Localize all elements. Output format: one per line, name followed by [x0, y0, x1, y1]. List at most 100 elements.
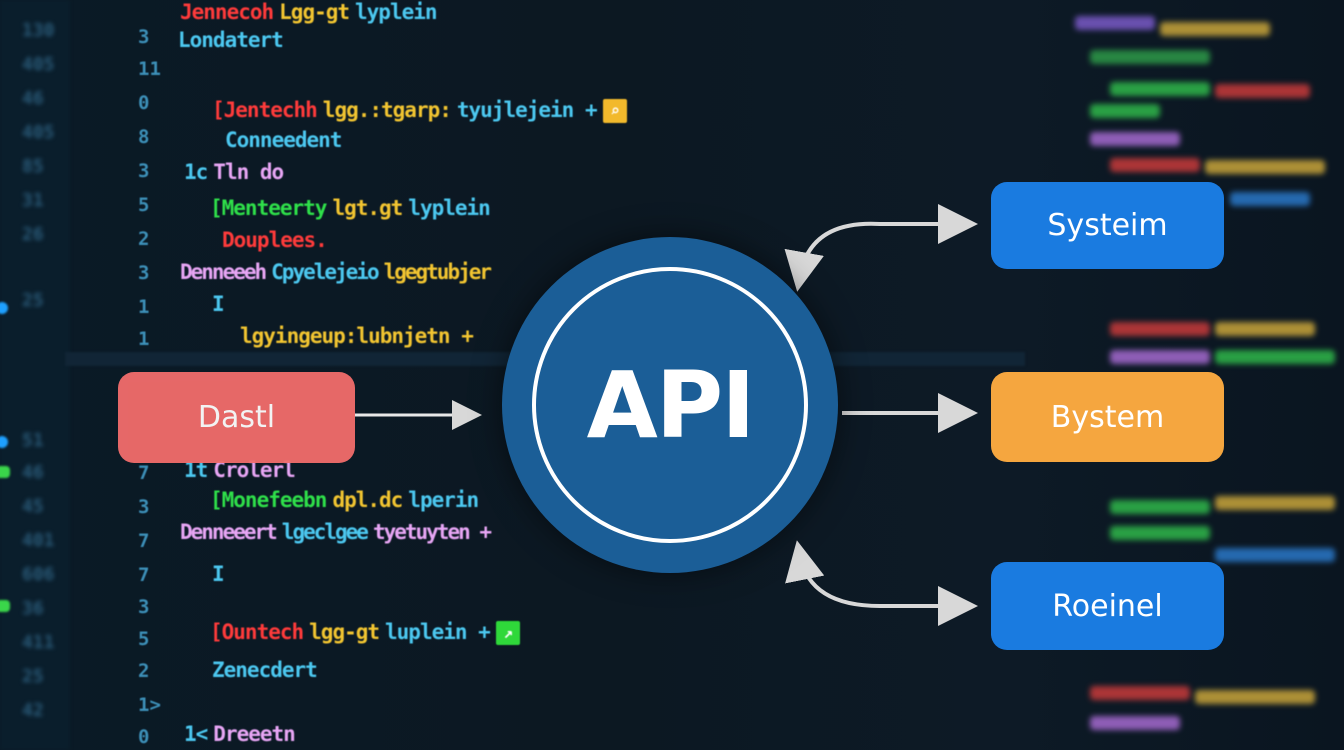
- code-token: 1c: [184, 160, 208, 184]
- line-number: 3: [138, 160, 150, 182]
- line-number: 0: [138, 726, 150, 748]
- bystem-node-box: Bystem: [991, 372, 1224, 462]
- faded-number: 25: [22, 666, 44, 687]
- blurred-token: [1215, 84, 1310, 98]
- code-token: I: [212, 292, 225, 316]
- code-line: Londatert: [178, 28, 289, 52]
- blurred-token: [1090, 716, 1180, 730]
- blurred-token: [1230, 192, 1310, 206]
- faded-number: 51: [22, 430, 44, 451]
- code-token: Conneedent: [225, 128, 342, 152]
- faded-number: 405: [22, 122, 55, 143]
- code-token: Londatert: [178, 28, 284, 52]
- faded-number: 26: [22, 224, 44, 245]
- code-token: tyetuyten +: [372, 520, 492, 544]
- code-line: I: [212, 292, 230, 316]
- code-line: Zenecdert: [212, 658, 323, 682]
- blurred-token: [1110, 350, 1210, 364]
- line-number: 3: [138, 596, 150, 618]
- code-token: Denneeert: [180, 520, 278, 544]
- code-token: lyplein: [408, 196, 491, 220]
- roeinel-node-label: Roeinel: [1052, 588, 1163, 624]
- line-number: 7: [138, 530, 150, 552]
- code-line: 1<Dreeetn: [184, 722, 301, 746]
- code-token: lyplein: [355, 0, 438, 24]
- code-token: [Jentechh: [212, 98, 318, 122]
- blurred-token: [1205, 160, 1325, 174]
- faded-number: 46: [22, 462, 44, 483]
- faded-number: 46: [22, 88, 44, 109]
- code-token: lperin: [408, 488, 479, 512]
- code-token: dpl.dc: [332, 488, 403, 512]
- arrow-to-bottom-box: [785, 540, 978, 626]
- line-number: 3: [138, 496, 150, 518]
- code-token: Denneeeh: [180, 260, 267, 284]
- blurred-token: [1215, 496, 1335, 510]
- code-token: lgegtubjer: [383, 260, 492, 284]
- code-token: I: [212, 562, 225, 586]
- code-line: Conneedent: [225, 128, 347, 152]
- status-dot: [0, 302, 8, 314]
- code-token: lgt.gt: [332, 196, 403, 220]
- faded-number: 411: [22, 632, 55, 653]
- line-number: 5: [138, 194, 150, 216]
- faded-number: 606: [22, 564, 55, 585]
- code-line: lgyingeup:lubnjetn +: [240, 324, 479, 348]
- blurred-token: [1215, 350, 1335, 364]
- line-number: 2: [138, 660, 150, 682]
- code-line: I: [212, 562, 230, 586]
- line-number: 8: [138, 126, 150, 148]
- line-number: 1: [138, 296, 150, 318]
- blurred-token: [1090, 132, 1180, 146]
- line-number: 1: [138, 328, 150, 350]
- blurred-token: [1160, 22, 1270, 36]
- api-label: API: [586, 351, 756, 459]
- faded-number: 405: [22, 54, 55, 75]
- line-number: 1>: [138, 694, 161, 716]
- blurred-token: [1110, 322, 1210, 336]
- code-token: lgg-gt: [309, 620, 380, 644]
- line-number: 0: [138, 92, 150, 114]
- line-number: 3: [138, 262, 150, 284]
- status-dot: [0, 466, 10, 478]
- status-dot: [0, 436, 8, 448]
- api-ring: [532, 267, 808, 543]
- blurred-token: [1090, 686, 1190, 700]
- code-token: [Ountech: [210, 620, 304, 644]
- code-token: [Monefeebn: [210, 488, 327, 512]
- line-number-gutter: [0, 0, 70, 750]
- blurred-token: [1215, 548, 1335, 562]
- blurred-token: [1090, 50, 1210, 64]
- code-token: Cpyelejeio: [271, 260, 379, 284]
- blurred-token: [1090, 104, 1160, 118]
- code-token: lgeclgee: [281, 520, 369, 544]
- system-node-box: Systeim: [991, 182, 1224, 269]
- code-token: Tln do: [213, 160, 284, 184]
- roeinel-node-box: Roeinel: [991, 562, 1224, 650]
- faded-number: 85: [22, 156, 44, 177]
- faded-number: 42: [22, 700, 44, 721]
- code-token: Jennecoh: [180, 0, 274, 24]
- blurred-token: [1110, 82, 1210, 96]
- arrow-icon: ↗: [495, 621, 520, 645]
- faded-number: 130: [22, 20, 55, 41]
- search-icon: ⌕: [602, 99, 627, 123]
- line-number: 5: [138, 628, 150, 650]
- faded-number: 45: [22, 496, 44, 517]
- code-token: Zenecdert: [212, 658, 318, 682]
- faded-number: 31: [22, 190, 44, 211]
- code-token: luplein +: [385, 620, 491, 644]
- blurred-token: [1195, 690, 1315, 704]
- line-number: 2: [138, 228, 150, 250]
- line-number: 7: [138, 564, 150, 586]
- system-node-label: Systeim: [1047, 208, 1168, 243]
- blurred-token: [1110, 526, 1210, 540]
- faded-number: 36: [22, 598, 44, 619]
